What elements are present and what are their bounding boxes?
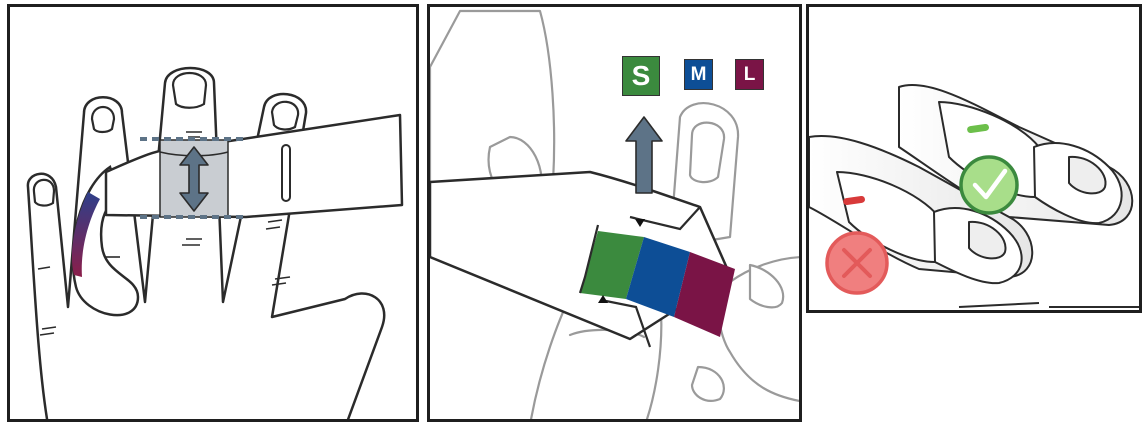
strap-slot <box>282 145 290 201</box>
hand-with-strap-illustration <box>10 7 419 422</box>
step-wrap-strap-panel <box>7 4 419 422</box>
size-badge-s: S <box>622 56 660 96</box>
arrow-up-icon <box>626 117 662 193</box>
sensor-fit-illustration <box>809 7 1142 313</box>
checkmark-icon <box>961 157 1017 213</box>
strap-band <box>106 115 402 217</box>
step-read-size-panel: S M L <box>427 4 802 422</box>
nail-middle <box>173 73 206 108</box>
size-badge-m: M <box>684 59 713 90</box>
nail-ring <box>272 102 298 130</box>
cross-icon <box>827 233 887 293</box>
step-check-fit-panel <box>806 4 1142 313</box>
size-badge-l: L <box>735 59 764 90</box>
nail-index <box>92 107 114 132</box>
nail-little <box>34 180 54 206</box>
